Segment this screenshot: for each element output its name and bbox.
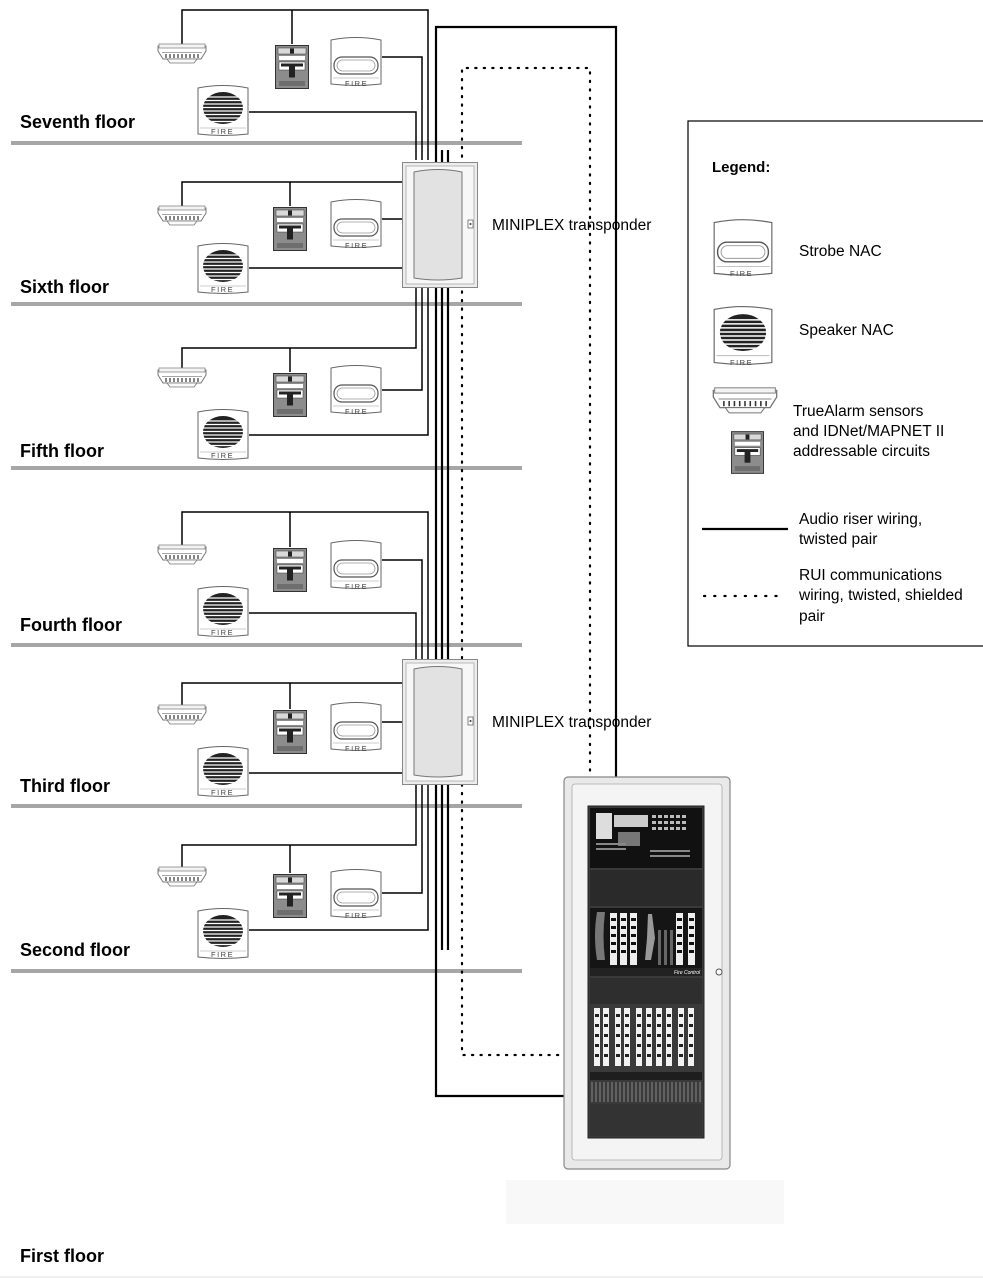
fire-control-panel: Fire Control [506, 776, 784, 1224]
pull-station-icon [273, 206, 307, 252]
smoke-detector-icon [157, 205, 207, 226]
pull-station-icon [731, 431, 764, 474]
strobe-fire-label: FIRE [345, 744, 368, 753]
smoke-detector-icon [157, 544, 207, 565]
strobe-fire-label: FIRE [345, 241, 368, 250]
floor-label-sixth: Sixth floor [20, 277, 109, 297]
legend-strobe-label: Strobe NAC [799, 243, 882, 260]
floor-label-seventh: Seventh floor [20, 112, 135, 132]
legend-strobe-fire-label: FIRE [730, 269, 753, 278]
legend-speaker-fire-label: FIRE [730, 358, 753, 367]
legend-sensors-label-3: addressable circuits [793, 443, 930, 460]
floor-label-first: First floor [20, 1246, 104, 1266]
speaker-nac-icon [713, 305, 773, 366]
miniplex-transponder-lower [402, 659, 478, 785]
pull-station-icon [275, 44, 309, 90]
smoke-detector-icon [157, 367, 207, 388]
floor-seventh-devices: FIRE FIRE [157, 36, 382, 137]
smoke-detector-icon [157, 43, 207, 64]
legend-box [687, 120, 983, 647]
pull-station-icon [273, 709, 307, 755]
legend-audio-label-1: Audio riser wiring, [799, 511, 922, 528]
floor-third-devices: FIRE FIRE [157, 701, 382, 798]
legend-speaker-label: Speaker NAC [799, 322, 894, 339]
legend-title: Legend: [712, 159, 770, 176]
pull-station-icon [273, 873, 307, 919]
device-wiring [181, 9, 429, 931]
smoke-detector-icon [157, 704, 207, 725]
smoke-detector-icon [157, 866, 207, 887]
miniplex-transponder-upper [402, 162, 478, 288]
legend: Legend: FIRE Strobe NAC FIRE Speaker NAC… [687, 120, 983, 647]
floor-second-devices: FIRE FIRE [157, 866, 382, 960]
panel-lock-icon [715, 968, 723, 976]
speaker-fire-label: FIRE [211, 788, 234, 797]
floor-label-fifth: Fifth floor [20, 441, 104, 461]
pull-station-icon [273, 372, 307, 418]
legend-sensors-label-1: TrueAlarm sensors [793, 403, 924, 420]
strobe-nac-icon [713, 218, 773, 276]
floor-fifth-devices: FIRE FIRE [157, 364, 382, 461]
panel-badge-label: Fire Control [674, 970, 701, 976]
legend-sensors-label-2: and IDNet/MAPNET II [793, 423, 944, 440]
floor-sixth-devices: FIRE FIRE [157, 198, 382, 295]
speaker-fire-label: FIRE [211, 285, 234, 294]
speaker-fire-label: FIRE [211, 950, 234, 959]
transponder-label-lower: MINIPLEX transponder [492, 714, 651, 731]
pull-station-icon [273, 547, 307, 593]
legend-rui-label-3: pair [799, 608, 825, 625]
floor-label-third: Third floor [20, 776, 110, 796]
legend-rui-label-2: wiring, twisted, shielded [798, 587, 963, 604]
strobe-fire-label: FIRE [345, 911, 368, 920]
floor-fourth-devices: FIRE FIRE [157, 539, 382, 638]
speaker-fire-label: FIRE [211, 628, 234, 637]
strobe-fire-label: FIRE [345, 582, 368, 591]
floor-label-second: Second floor [20, 940, 130, 960]
floor-label-fourth: Fourth floor [20, 615, 122, 635]
legend-audio-label-2: twisted pair [799, 531, 877, 548]
transponder-label-upper: MINIPLEX transponder [492, 217, 651, 234]
strobe-fire-label: FIRE [345, 79, 368, 88]
speaker-fire-label: FIRE [211, 451, 234, 460]
legend-rui-label-1: RUI communications [799, 567, 942, 584]
speaker-fire-label: FIRE [211, 127, 234, 136]
strobe-fire-label: FIRE [345, 407, 368, 416]
